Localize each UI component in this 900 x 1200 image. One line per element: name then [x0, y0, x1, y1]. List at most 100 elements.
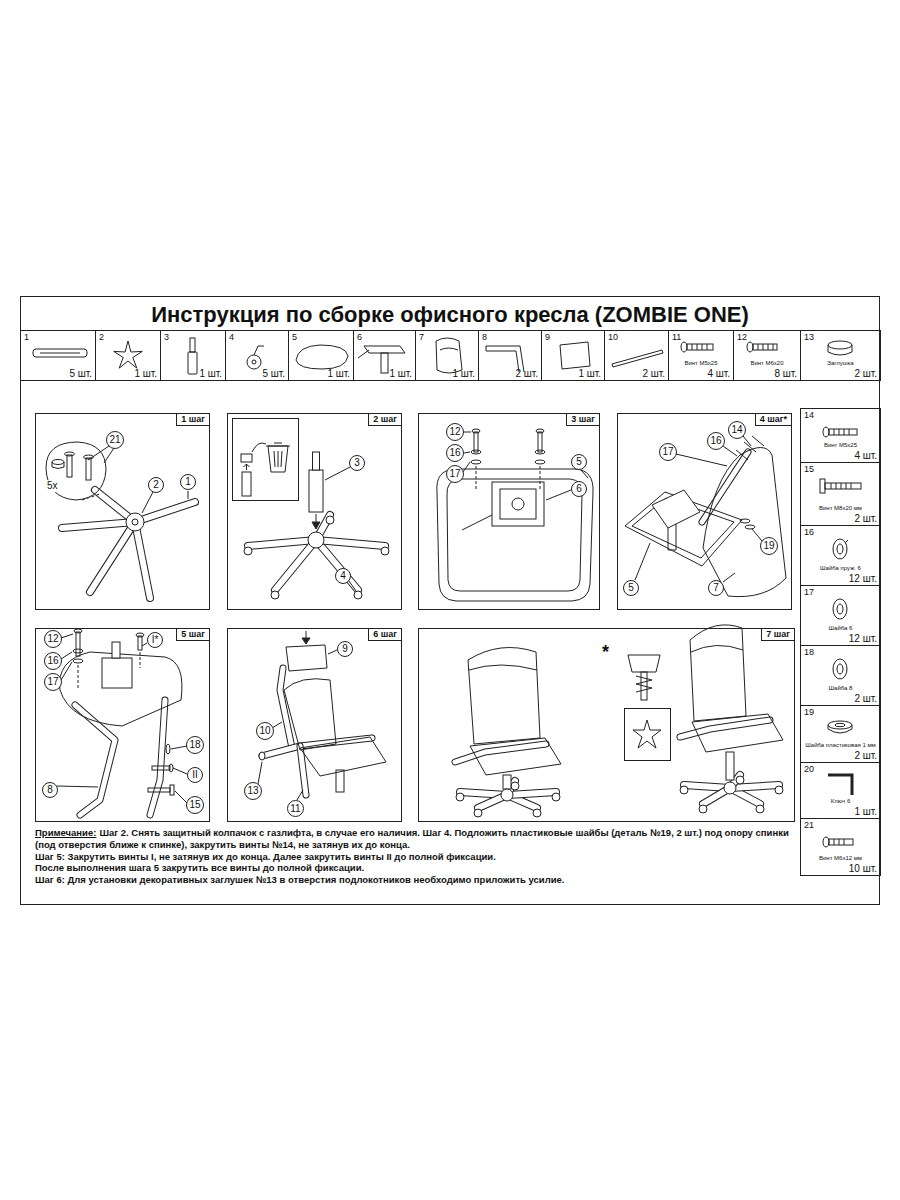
- part-cell: 5 1 шт.: [288, 330, 354, 381]
- hardware-icons: [833, 659, 847, 679]
- step3-illustration: [471, 450, 481, 454]
- quantity: 2 шт.: [854, 368, 877, 379]
- hardware-icons: [829, 839, 853, 845]
- step3-illustration: [472, 429, 480, 433]
- step5-illustration: [60, 652, 182, 726]
- quantity: 1 шт.: [327, 368, 350, 379]
- caster-wheel: [456, 793, 464, 801]
- step7-illustration: [501, 789, 513, 801]
- step7-illustration: [726, 752, 734, 780]
- part-name: Шайба 6: [803, 625, 878, 632]
- step-heading: 1 шаг: [176, 414, 209, 426]
- hardware-cell: 18Шайба 82 шт.: [800, 645, 881, 706]
- leader-lines: [104, 448, 114, 463]
- part-icons: [681, 342, 687, 352]
- step5-illustration: [170, 785, 174, 795]
- part-icons: [190, 338, 195, 352]
- tube-fill: [702, 452, 748, 522]
- step-heading: 7 шаг: [761, 629, 794, 641]
- part-number: 5: [292, 332, 297, 342]
- part-icons: [40, 353, 80, 354]
- sheet-frame: [21, 297, 880, 905]
- callout-number: 12: [446, 423, 464, 441]
- part-number: 14: [804, 410, 814, 420]
- tube-outline: [680, 720, 770, 737]
- part-icons: [692, 344, 707, 350]
- part-cell: 21 шт.: [95, 330, 161, 381]
- part-name: Винт M5x25: [671, 360, 731, 367]
- callout-number: 14: [728, 421, 746, 439]
- tube-fill: [316, 540, 358, 590]
- step7-illustration: [468, 648, 540, 745]
- step7-illustration: [633, 720, 661, 748]
- callout-number: 8: [42, 782, 58, 798]
- quantity: 5 шт.: [69, 368, 92, 379]
- tube-fill: [280, 668, 292, 748]
- callout-number: 11: [287, 800, 304, 817]
- caster-wheel: [326, 516, 334, 524]
- quantity: 1 шт.: [854, 806, 877, 817]
- step2-illustration: [233, 419, 325, 549]
- step3-illustration: [476, 466, 477, 490]
- hardware-cell: 20Ключ 61 шт.: [800, 762, 881, 819]
- step7-illustration: [691, 645, 743, 652]
- tube-fill: [275, 540, 316, 590]
- part-number: 18: [804, 647, 814, 657]
- part-icons: [612, 350, 663, 367]
- part-cell: 15 шт.: [20, 330, 96, 381]
- tube-outline: [248, 540, 316, 546]
- step2-illustration: [233, 419, 299, 501]
- step6-illustration: [284, 679, 336, 750]
- part-cell: 31 шт.: [160, 330, 226, 381]
- hardware-cell: 16Шайба пруж. 612 шт.: [800, 525, 881, 586]
- tube-fill: [300, 746, 306, 795]
- hardware-cell: 21Винт M6x12 мм10 шт.: [800, 818, 881, 876]
- leader-lines: [546, 490, 571, 500]
- step4-illustration: [668, 524, 676, 550]
- part-number: 19: [804, 707, 814, 717]
- step1-illustration: [46, 442, 106, 500]
- leader-lines: [142, 492, 153, 513]
- step-heading: 3 шаг: [566, 414, 599, 426]
- part-icons: [114, 341, 143, 368]
- part-number: 17: [804, 587, 814, 597]
- leader-lines: [723, 446, 737, 456]
- callout-number: 17: [446, 465, 464, 483]
- quantity: 12 шт.: [849, 633, 877, 644]
- step5-illustration: [74, 629, 82, 633]
- part-name: Винт M5x25: [803, 442, 878, 449]
- caster-wheel: [381, 547, 389, 555]
- step3-illustration: [536, 429, 544, 433]
- callout-number: 16: [707, 432, 725, 450]
- step-heading: 6 шаг: [368, 629, 401, 641]
- step1-illustration: [46, 442, 144, 531]
- part-icons: [254, 346, 264, 355]
- hardware-cell: 15Винт M8x20 мм2 шт.: [800, 462, 881, 526]
- hardware-icons: [837, 664, 843, 674]
- part-cell: 13Заглушка2 шт.: [800, 330, 881, 381]
- part-icons: [747, 342, 753, 352]
- callout-number: 15: [186, 796, 204, 814]
- tube-outline: [150, 700, 165, 815]
- callout-number: 19: [760, 537, 778, 555]
- step2-illustration: [312, 522, 320, 529]
- part-icons: [560, 342, 590, 369]
- part-name: Шайба 8: [803, 685, 878, 692]
- callout-number: 5: [571, 454, 587, 470]
- step1-illustration: [126, 513, 144, 531]
- step-panel: 2 шаг: [227, 413, 402, 610]
- tube-fill: [730, 785, 779, 788]
- caster-wheel: [736, 776, 744, 784]
- tube-outline: [702, 452, 748, 522]
- quantity: 1 шт.: [134, 368, 157, 379]
- step4-illustration: [625, 436, 786, 597]
- callout-number: 5: [623, 580, 639, 596]
- step5-illustration: [140, 652, 141, 668]
- part-icons: [758, 344, 773, 350]
- step6-illustration: [286, 645, 327, 671]
- quantity: 1 шт.: [452, 368, 475, 379]
- leader-lines: [328, 650, 337, 654]
- leader-lines: [349, 581, 356, 591]
- step4-illustration: [740, 519, 750, 523]
- step6-illustration: [259, 752, 265, 760]
